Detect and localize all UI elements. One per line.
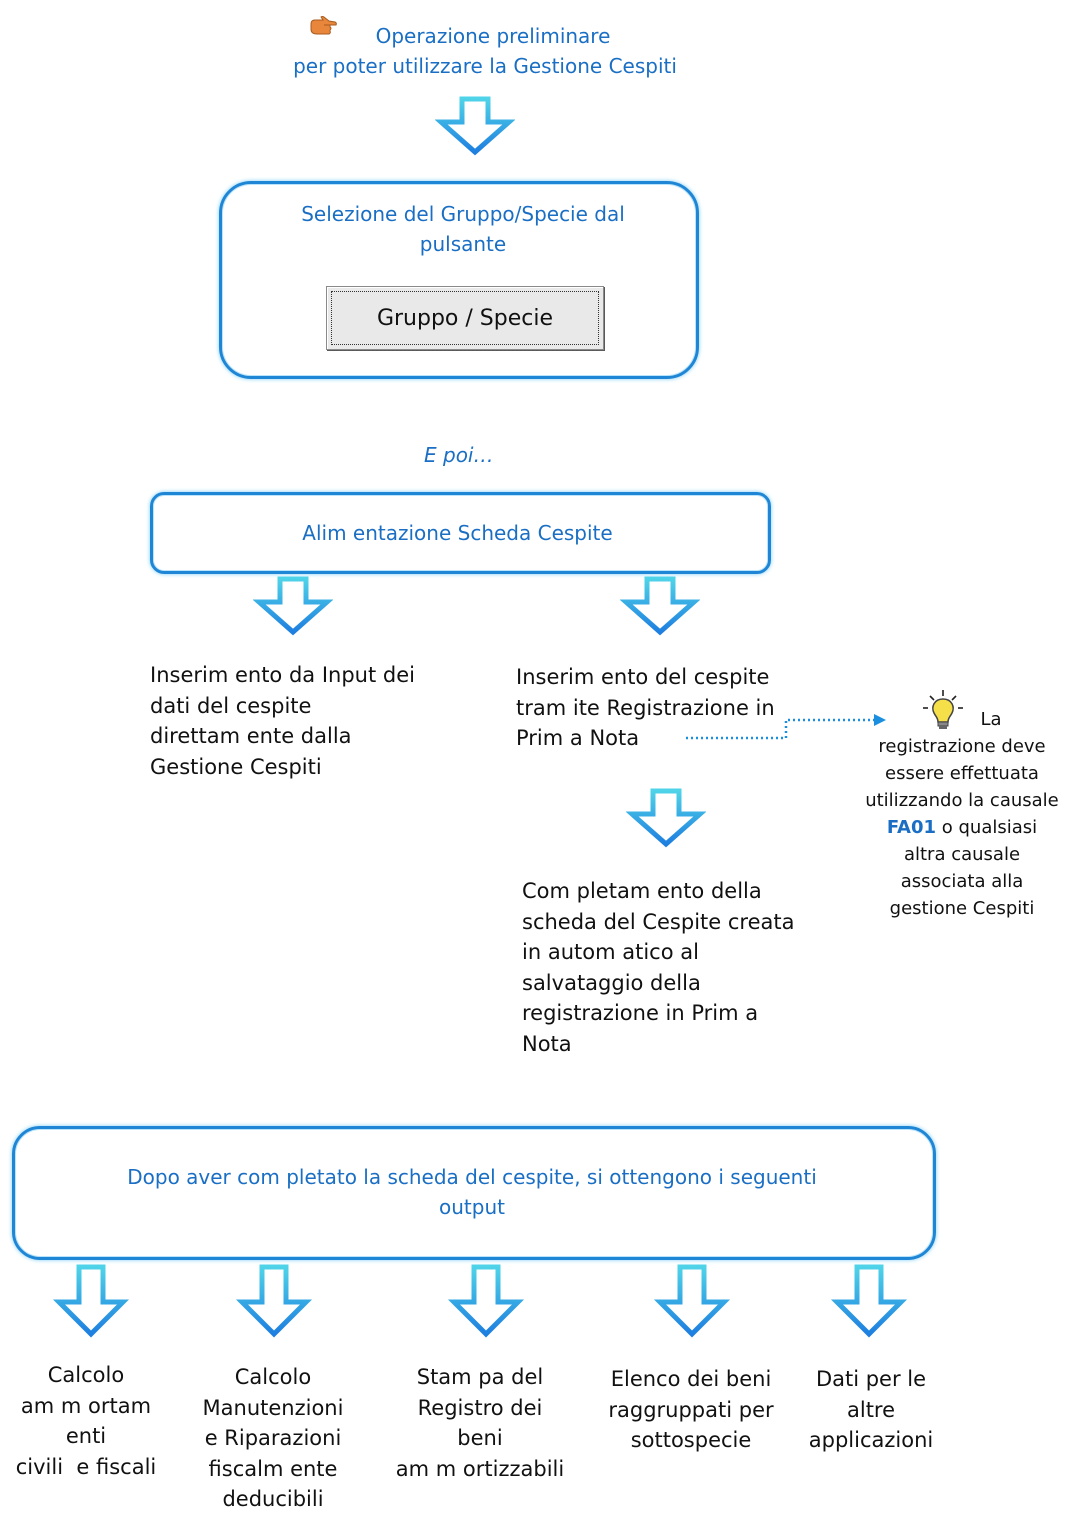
output-4-line-3: sottospecie bbox=[630, 1428, 752, 1452]
right-line-1: Inserim ento del cespite bbox=[516, 665, 770, 689]
output-3-line-4: am m ortizzabili bbox=[395, 1456, 565, 1481]
gruppo-specie-button-label: Gruppo / Specie bbox=[331, 291, 599, 345]
intro-line-1: Operazione preliminare bbox=[375, 24, 611, 48]
box1-line-1: Selezione del Gruppo/Specie dal bbox=[301, 202, 625, 226]
completion-text: Com pletam ento della scheda del Cespite… bbox=[522, 876, 822, 1059]
output-3-line-2: Registro dei bbox=[417, 1395, 543, 1420]
output-goods-list: Elenco dei beni raggruppati per sottospe… bbox=[596, 1364, 786, 1456]
arrow-down-icon bbox=[435, 96, 515, 156]
group-species-box bbox=[219, 181, 699, 379]
output-2-line-3: e Riparazioni bbox=[204, 1426, 342, 1450]
arrow-down-icon bbox=[447, 1264, 525, 1338]
lightbulb-icon bbox=[920, 688, 966, 734]
tip-line-8: gestione Cespiti bbox=[889, 898, 1035, 919]
output-2-line-1: Calcolo bbox=[234, 1365, 312, 1389]
output-other-apps: Dati per le altre applicazioni bbox=[800, 1364, 942, 1456]
output-register-print: Stam pa del Registro dei beni am m ortiz… bbox=[392, 1362, 568, 1484]
prima-nota-insertion-text: Inserim ento del cespite tram ite Regist… bbox=[516, 662, 816, 754]
output-5-line-3: applicazioni bbox=[808, 1428, 934, 1452]
completion-line-5: registrazione in Prim a bbox=[522, 1001, 759, 1025]
intro-line-2: per poter utilizzare la Gestione Cespiti bbox=[293, 54, 677, 78]
box3-line-2: output bbox=[439, 1195, 505, 1219]
right-line-3: Prim a Nota bbox=[516, 726, 640, 750]
tip-line-4: utilizzando la causale bbox=[865, 790, 1059, 811]
tip-line-3: essere effettuata bbox=[885, 763, 1039, 784]
causal-code: FA01 bbox=[886, 817, 937, 838]
pointing-hand-icon bbox=[309, 16, 337, 38]
right-line-2: tram ite Registrazione in bbox=[516, 695, 775, 720]
completion-line-1: Com pletam ento della bbox=[522, 879, 762, 903]
output-4-line-2: raggruppati per bbox=[608, 1397, 774, 1422]
tip-line-7: associata alla bbox=[900, 871, 1024, 892]
tip-line-6: altra causale bbox=[903, 844, 1021, 865]
completion-line-6: Nota bbox=[522, 1031, 572, 1056]
dotted-connector bbox=[686, 714, 886, 740]
tip-text: La registrazione deve essere effettuata … bbox=[850, 706, 1074, 922]
output-4-line-1: Elenco dei beni bbox=[610, 1367, 772, 1391]
box3-line-1: Dopo aver com pletato la scheda del cesp… bbox=[127, 1165, 817, 1189]
tip-line-5-rest: o qualsiasi bbox=[936, 817, 1038, 838]
completion-line-3: in autom atico al bbox=[522, 940, 699, 964]
arrow-down-icon bbox=[653, 1264, 731, 1338]
left-line-4: Gestione Cespiti bbox=[150, 754, 322, 779]
box1-line-2: pulsante bbox=[419, 232, 507, 256]
arrow-down-icon bbox=[620, 576, 700, 636]
output-depreciation: Calcolo am m ortam enti civili e fiscali bbox=[0, 1360, 172, 1482]
arrow-down-icon bbox=[52, 1264, 130, 1338]
tip-line-2: registrazione deve bbox=[878, 736, 1046, 757]
box1-text: Selezione del Gruppo/Specie dal pulsante bbox=[240, 199, 686, 259]
arrow-down-icon bbox=[830, 1264, 908, 1338]
feeding-box bbox=[150, 492, 771, 574]
output-5-line-2: altre bbox=[846, 1397, 896, 1422]
outputs-box bbox=[12, 1126, 936, 1260]
arrow-down-icon bbox=[253, 576, 333, 636]
arrow-down-icon bbox=[626, 788, 706, 848]
intro-text: Operazione preliminare per poter utilizz… bbox=[220, 21, 750, 81]
output-maintenance: Calcolo Manutenzioni e Riparazioni fisca… bbox=[190, 1362, 356, 1515]
arrow-down-icon bbox=[235, 1264, 313, 1338]
output-5-line-1: Dati per le bbox=[815, 1367, 927, 1391]
completion-line-2: scheda del Cespite creata bbox=[522, 909, 795, 934]
left-line-2: dati del cespite bbox=[150, 693, 312, 718]
box2-text: Alim entazione Scheda Cespite bbox=[302, 521, 613, 545]
box3-text: Dopo aver com pletato la scheda del cesp… bbox=[30, 1162, 914, 1222]
tip-line-5: FA01 o qualsiasi bbox=[850, 814, 1074, 841]
output-3-line-1: Stam pa del bbox=[416, 1365, 544, 1389]
output-2-line-5: deducibili bbox=[222, 1487, 324, 1511]
e-poi-text: E poi… bbox=[424, 443, 494, 467]
gruppo-specie-button[interactable]: Gruppo / Specie bbox=[326, 286, 604, 350]
output-1-line-2: am m ortam enti bbox=[20, 1393, 152, 1449]
left-line-3: direttam ente dalla bbox=[150, 724, 352, 748]
tip-line-1: La bbox=[980, 709, 1002, 730]
output-2-line-2: Manutenzioni bbox=[202, 1395, 344, 1420]
output-1-line-1: Calcolo bbox=[47, 1363, 125, 1387]
left-line-1: Inserim ento da Input dei bbox=[150, 663, 415, 687]
output-2-line-4: fiscalm ente bbox=[208, 1456, 338, 1481]
input-insertion-text: Inserim ento da Input dei dati del cespi… bbox=[150, 660, 470, 782]
output-3-line-3: beni bbox=[457, 1426, 503, 1450]
output-1-line-3: civili e fiscali bbox=[15, 1454, 157, 1479]
completion-line-4: salvataggio della bbox=[522, 970, 701, 995]
